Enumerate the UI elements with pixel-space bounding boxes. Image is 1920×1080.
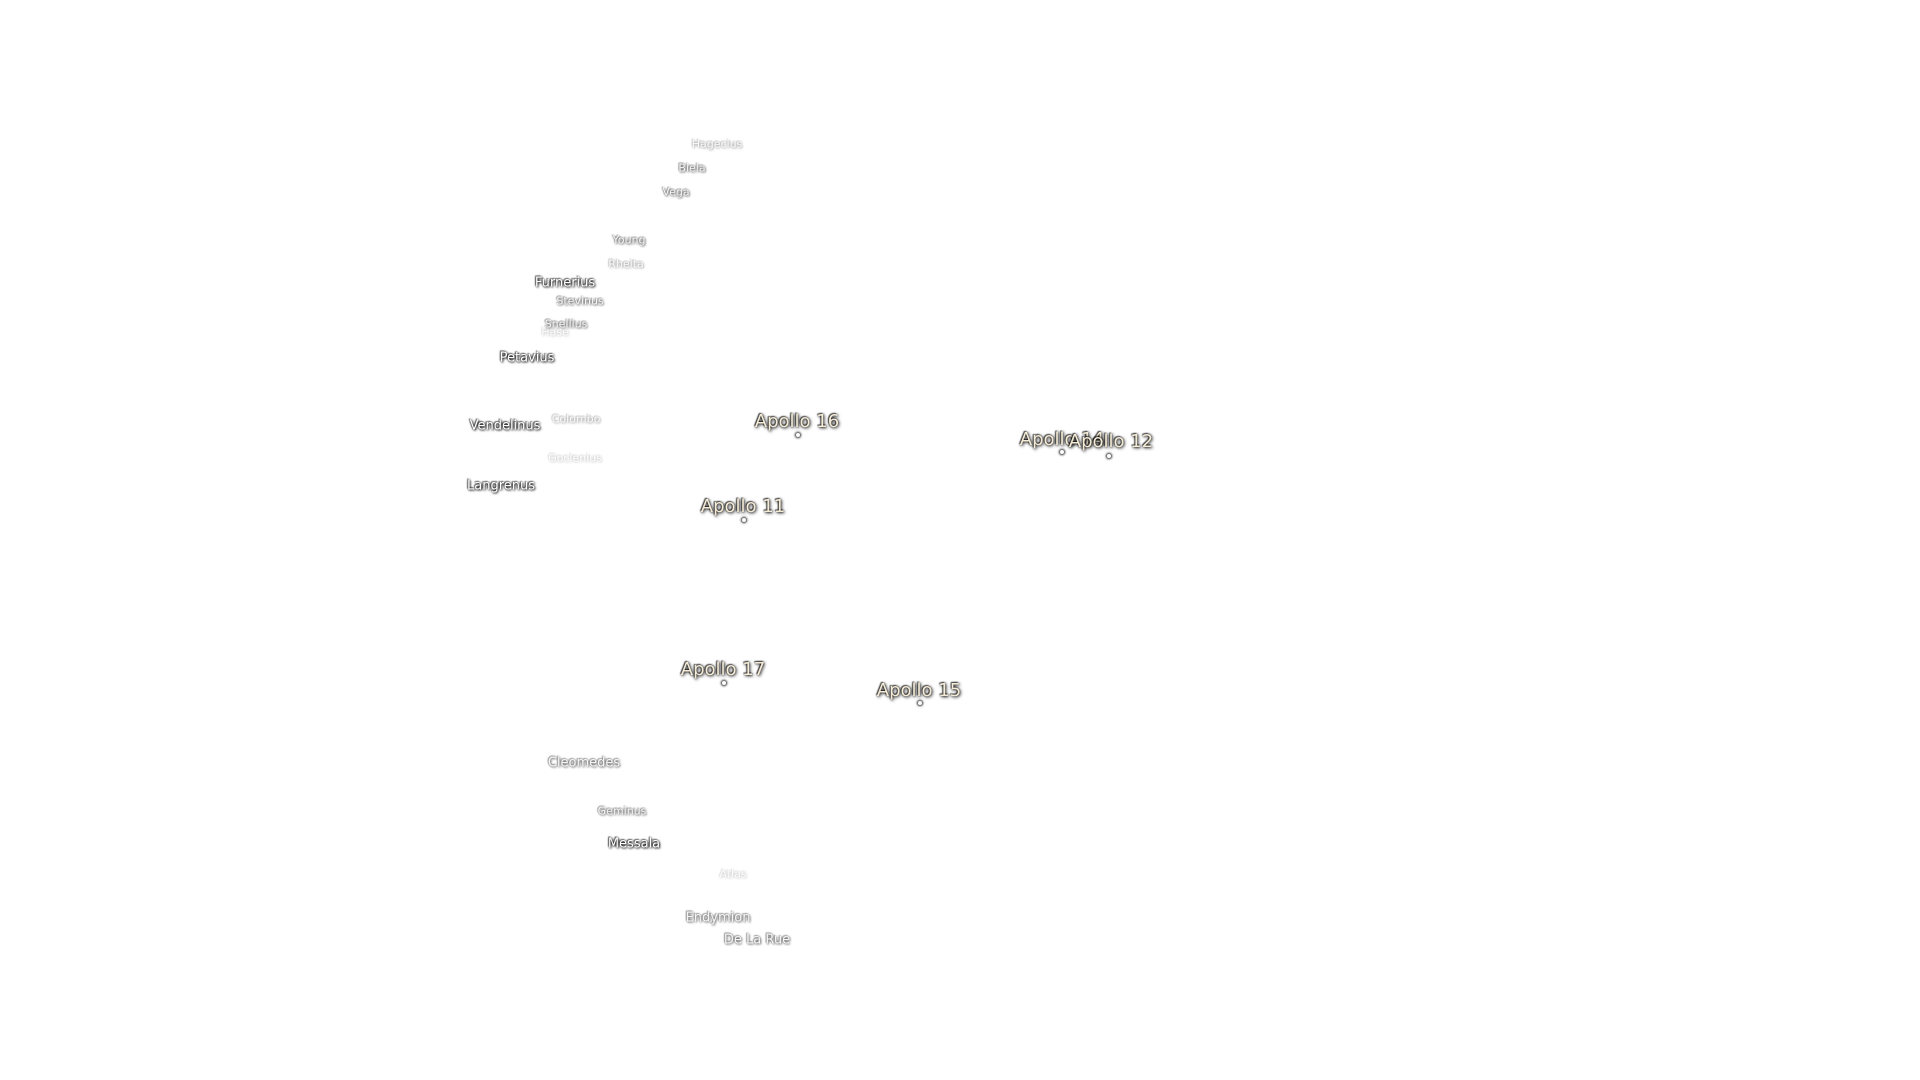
landing-site-label-apollo-11[interactable]: Apollo 11	[700, 496, 786, 517]
landing-site-label-apollo-14[interactable]: Apollo 14	[1019, 429, 1105, 450]
crater-label-petavius[interactable]: Petavius	[499, 350, 555, 366]
crater-label-langrenus[interactable]: Langrenus	[466, 478, 536, 494]
crater-label-biela[interactable]: Biela	[678, 161, 706, 175]
landing-site-label-apollo-16[interactable]: Apollo 16	[754, 411, 840, 432]
crater-label-cleomedes[interactable]: Cleomedes	[547, 755, 621, 771]
landing-site-marker-apollo-17[interactable]	[722, 681, 726, 685]
crater-label-endymion[interactable]: Endymion	[685, 910, 751, 926]
crater-label-geminus[interactable]: Geminus	[597, 804, 647, 818]
crater-label-hase[interactable]: Hase	[541, 325, 569, 339]
landing-site-label-apollo-12[interactable]: Apollo 12	[1068, 431, 1154, 452]
crater-label-young[interactable]: Young	[612, 233, 646, 247]
crater-label-hagecius[interactable]: Hagecius	[691, 137, 743, 151]
crater-label-colombo[interactable]: Colombo	[551, 412, 601, 426]
crater-label-vega[interactable]: Vega	[662, 185, 690, 199]
crater-label-rheita[interactable]: Rheita	[608, 257, 644, 271]
landing-site-marker-apollo-15[interactable]	[918, 701, 922, 705]
landing-site-marker-apollo-14[interactable]	[1060, 450, 1064, 454]
crater-label-de-la-rue[interactable]: De La Rue	[723, 932, 791, 948]
crater-label-vendelinus[interactable]: Vendelinus	[469, 418, 541, 434]
landing-site-marker-apollo-12[interactable]	[1107, 454, 1111, 458]
landing-site-marker-apollo-16[interactable]	[796, 433, 800, 437]
crater-label-furnerius[interactable]: Furnerius	[534, 275, 596, 291]
landing-site-marker-apollo-11[interactable]	[742, 518, 746, 522]
landing-site-label-apollo-17[interactable]: Apollo 17	[680, 659, 766, 680]
crater-label-stevinus[interactable]: Stevinus	[556, 294, 604, 308]
landing-site-label-apollo-15[interactable]: Apollo 15	[876, 680, 962, 701]
crater-label-snellius[interactable]: Snellius	[544, 317, 588, 331]
crater-label-goclenius[interactable]: Goclenius	[548, 451, 602, 465]
crater-label-messala[interactable]: Messala	[607, 836, 661, 852]
crater-label-atlas[interactable]: Atlas	[719, 867, 747, 881]
